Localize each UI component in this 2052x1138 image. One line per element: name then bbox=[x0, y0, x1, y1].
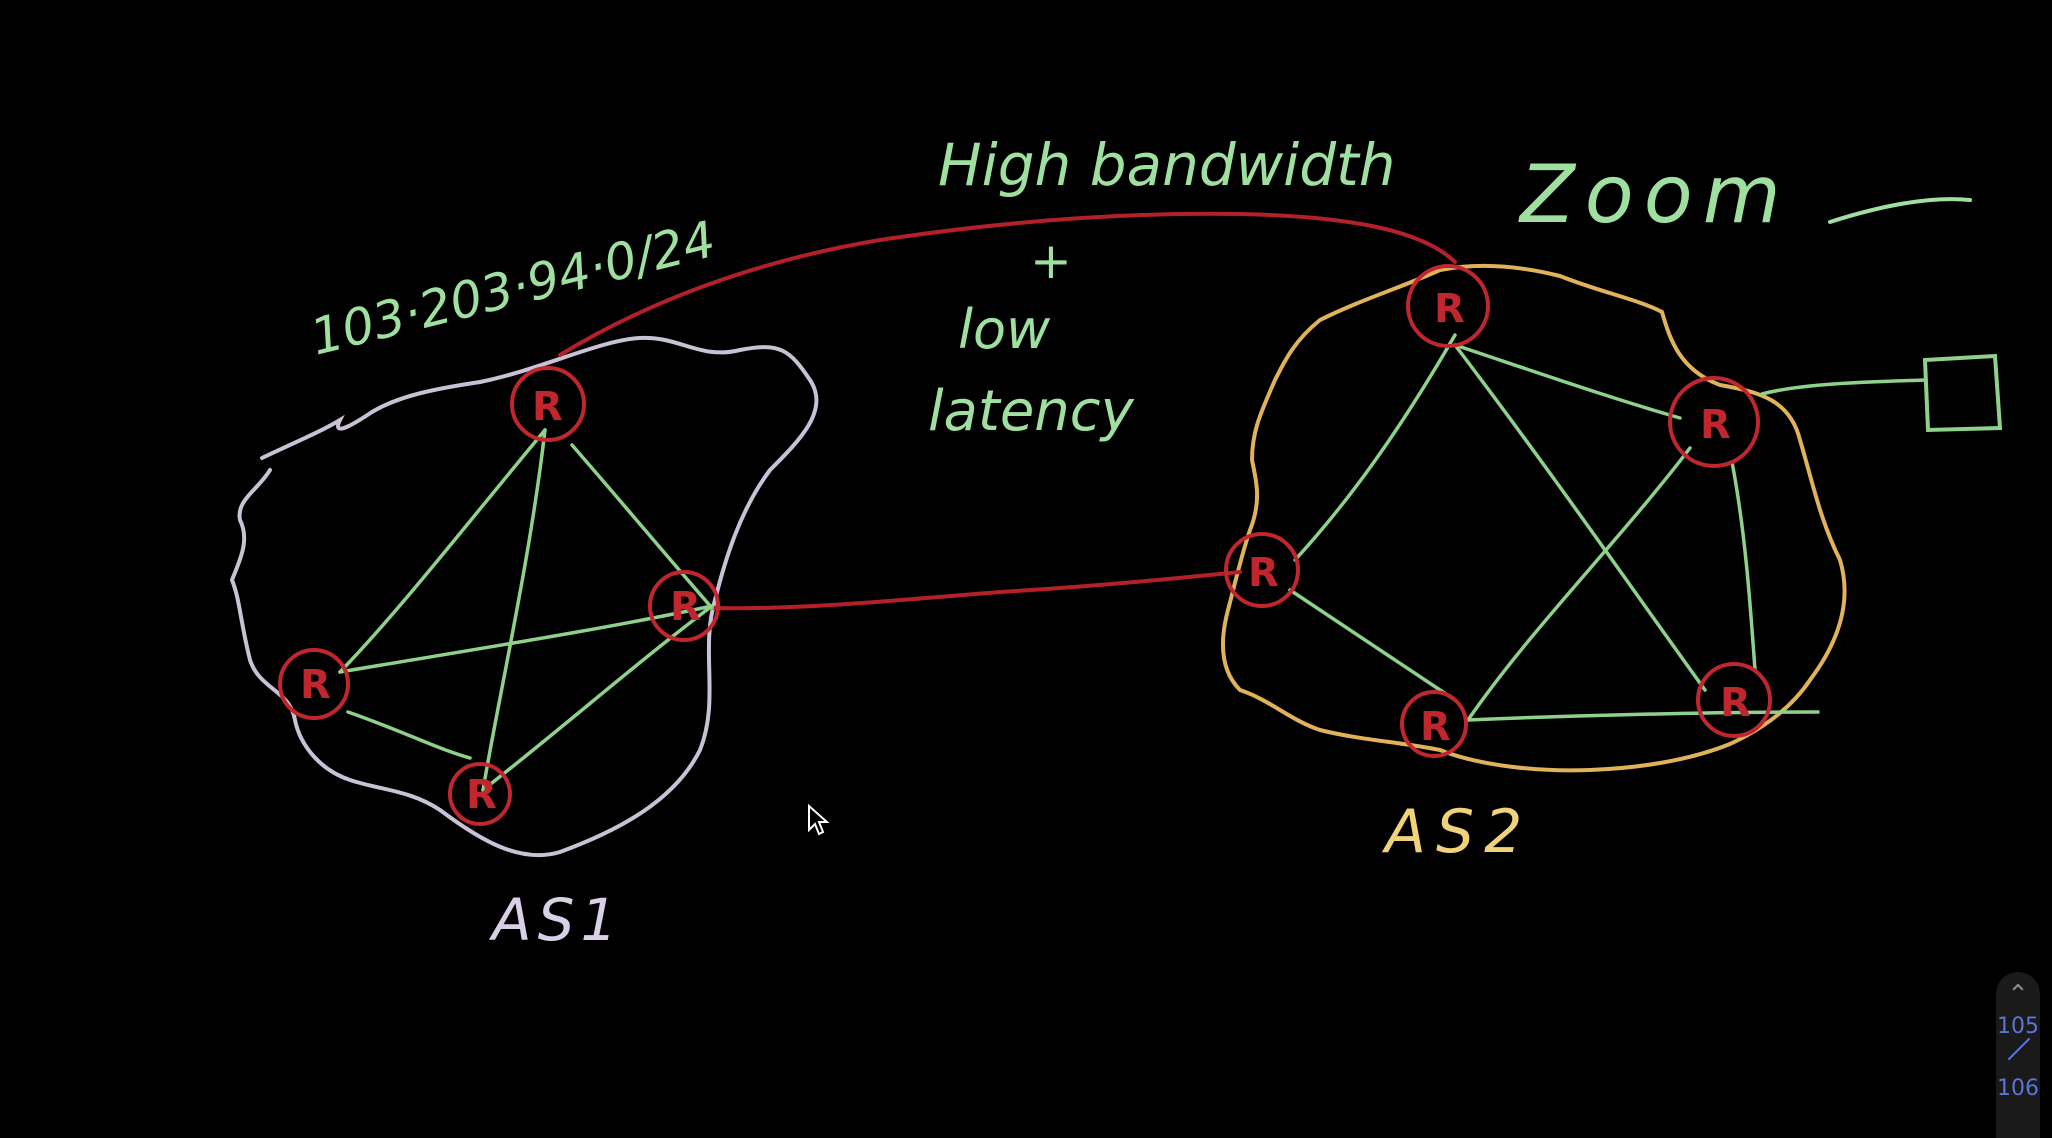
zoom-underline-stroke bbox=[1828, 197, 1972, 224]
router-as1-left: R bbox=[278, 648, 350, 720]
router-as2-bottom: R bbox=[1400, 690, 1468, 758]
router-label: R bbox=[1420, 704, 1451, 750]
as1-link-top-left bbox=[338, 428, 547, 674]
as1-link-left-right bbox=[338, 604, 714, 674]
page-separator bbox=[2007, 1037, 2031, 1061]
as1-link-top-right bbox=[570, 443, 714, 610]
plus-label: + bbox=[1030, 232, 1072, 290]
router-label: R bbox=[1700, 402, 1731, 448]
as1-link-top-bottom bbox=[481, 428, 547, 792]
as2-link-top-left bbox=[1293, 333, 1457, 562]
router-as2-right: R bbox=[1668, 376, 1760, 468]
external-host-icon bbox=[1922, 353, 2003, 433]
router-label: R bbox=[1720, 680, 1751, 726]
router-as1-bottom: R bbox=[448, 762, 512, 826]
router-as2-bottomright: R bbox=[1696, 662, 1772, 738]
as2-label: AS2 bbox=[1381, 797, 1532, 867]
external-host-link bbox=[1760, 378, 1928, 396]
page-total: 106 bbox=[1997, 1076, 2039, 1101]
as2-link-bottom-bottomright bbox=[1466, 710, 1820, 722]
chevron-up-icon[interactable]: ⌃ bbox=[2007, 980, 2029, 1010]
mouse-pointer-icon bbox=[808, 804, 829, 836]
as1-link-bottom-right bbox=[481, 604, 714, 792]
zoom-label: Zoom bbox=[1518, 148, 1791, 241]
router-as1-top: R bbox=[510, 366, 586, 442]
router-label: R bbox=[1434, 286, 1465, 332]
router-as1-right: R bbox=[648, 570, 720, 642]
page-scroller[interactable]: ⌃ 105 106 bbox=[1996, 972, 2040, 1138]
router-label: R bbox=[670, 584, 701, 630]
as1-label: AS1 bbox=[488, 886, 623, 954]
ip-prefix-label: 103·203·94·0/24 bbox=[305, 210, 721, 367]
high-bandwidth-label: High bandwidth bbox=[938, 131, 1396, 199]
inter-as-link-top bbox=[558, 211, 1457, 357]
router-label: R bbox=[1248, 550, 1279, 596]
as2-link-top-bottomright bbox=[1453, 343, 1707, 692]
inter-as-link-bottom bbox=[710, 570, 1242, 611]
router-as2-left: R bbox=[1224, 532, 1300, 608]
latency-label: latency bbox=[928, 379, 1135, 444]
as2-link-top-right bbox=[1453, 343, 1682, 420]
as1-links bbox=[338, 428, 714, 792]
router-as2-top: R bbox=[1406, 264, 1490, 348]
as2-links bbox=[1288, 333, 1820, 722]
page-current: 105 bbox=[1997, 1014, 2039, 1039]
router-label: R bbox=[300, 662, 331, 708]
as2-link-left-bottom bbox=[1288, 588, 1457, 702]
as1-boundary bbox=[229, 335, 819, 858]
as2-boundary bbox=[1221, 263, 1847, 773]
low-label: low bbox=[958, 298, 1051, 361]
as2-link-right-bottomright bbox=[1730, 460, 1757, 672]
router-label: R bbox=[466, 772, 497, 818]
as2-link-right-bottom bbox=[1466, 446, 1692, 722]
router-label: R bbox=[532, 384, 563, 430]
as1-link-left-bottom bbox=[346, 710, 472, 760]
